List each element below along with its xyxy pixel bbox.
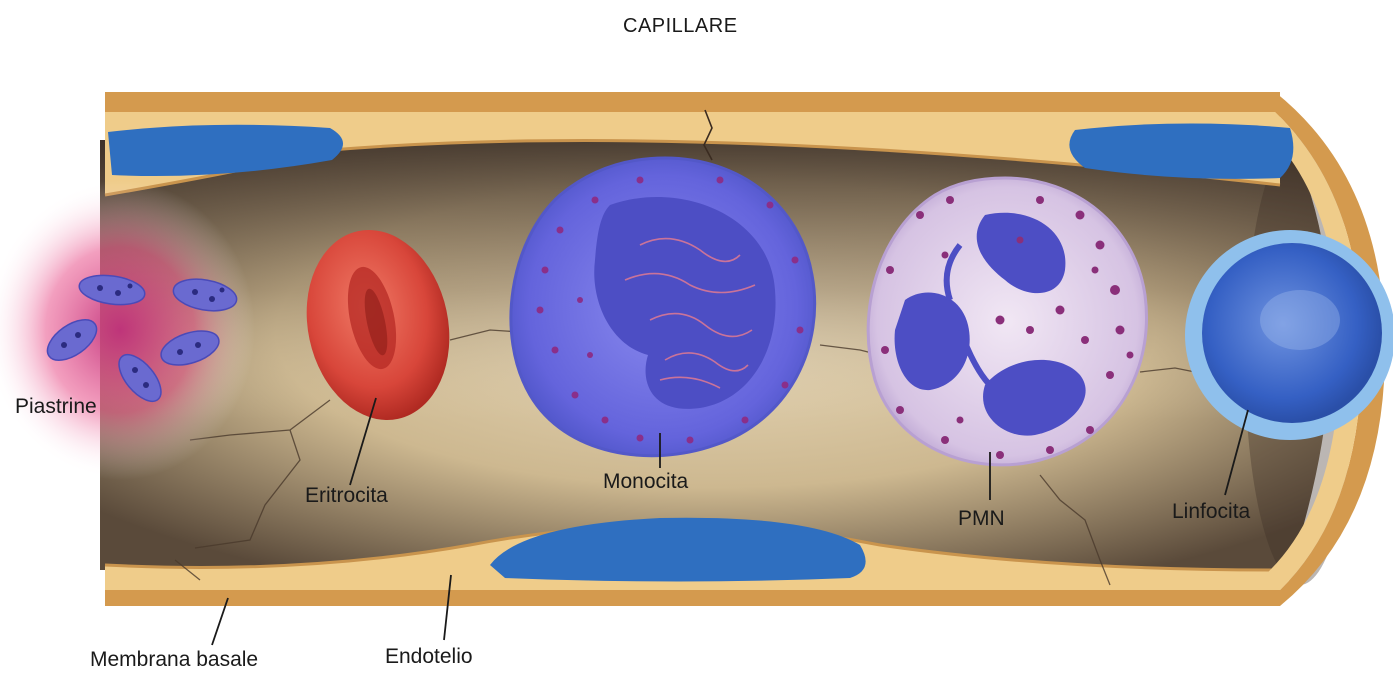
label-eritrocita: Eritrocita <box>305 484 388 508</box>
monocyte <box>511 158 815 456</box>
diagram-title: CAPILLARE <box>623 15 738 38</box>
label-monocita: Monocita <box>603 470 688 494</box>
label-membrana-basale: Membrana basale <box>90 648 258 672</box>
label-pmn: PMN <box>958 507 1005 531</box>
label-linfocita: Linfocita <box>1172 500 1250 524</box>
label-piastrine: Piastrine <box>15 395 97 419</box>
lymphocyte <box>1185 230 1393 440</box>
label-endotelio: Endotelio <box>385 645 473 669</box>
pmn-neutrophil <box>868 178 1146 465</box>
